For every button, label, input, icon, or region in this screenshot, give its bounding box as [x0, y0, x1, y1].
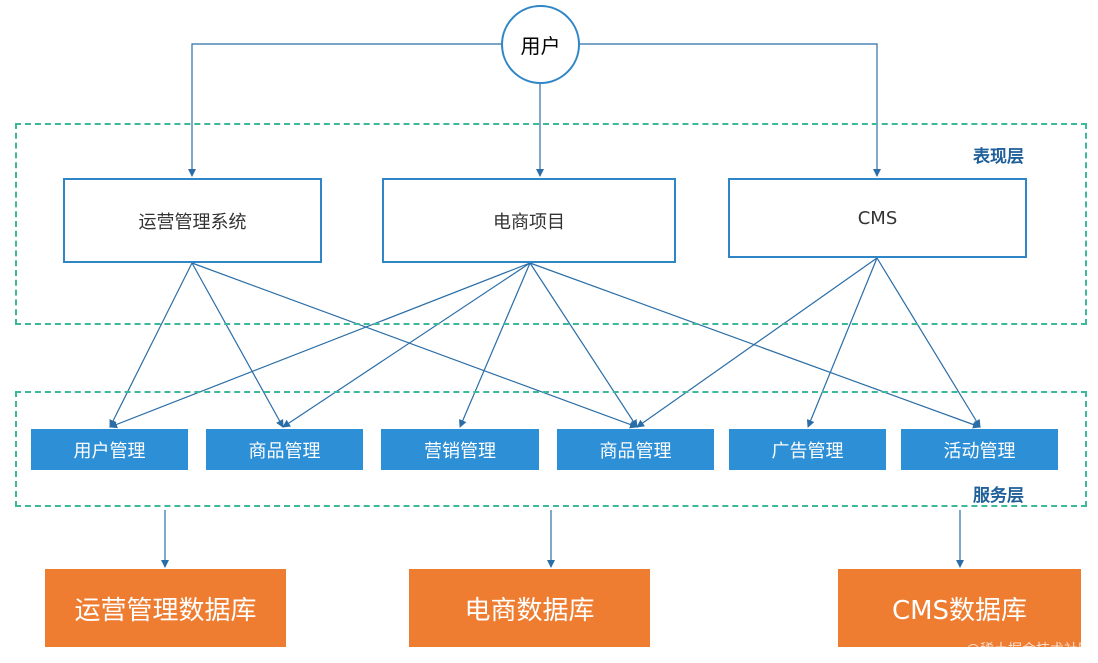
- edge-cms-ads: [806, 257, 878, 428]
- user-node: 用户: [501, 5, 580, 84]
- cms-node: CMS: [728, 178, 1027, 258]
- ops-system-node: 运营管理系统: [63, 178, 322, 263]
- cms-database-node: CMS数据库: [838, 569, 1081, 647]
- edge-ec-product-mgmt-1: [282, 262, 531, 428]
- ad-management-node: 广告管理: [729, 429, 886, 470]
- ecommerce-database-node: 电商数据库: [409, 569, 650, 647]
- edge-ec-user-mgmt: [109, 262, 531, 429]
- edge-ops-product-mgmt-2: [191, 262, 638, 429]
- service-layer-label: 服务层: [973, 486, 1024, 506]
- product-management-node-1: 商品管理: [206, 429, 363, 470]
- edge-ops-user-mgmt: [109, 262, 193, 428]
- edge-cms-activity: [876, 257, 981, 428]
- presentation-layer-label: 表现层: [973, 147, 1024, 167]
- product-management-node-2: 商品管理: [557, 429, 714, 470]
- edge-ec-activity: [529, 262, 981, 429]
- ecommerce-node: 电商项目: [382, 178, 676, 263]
- ops-database-node: 运营管理数据库: [45, 569, 286, 647]
- watermark: @稀土掘金技术社区: [966, 642, 1092, 658]
- user-management-node: 用户管理: [31, 429, 188, 470]
- edge-user-cms: [579, 43, 881, 177]
- service-layer: [15, 391, 1087, 507]
- cms-database-label: CMS数据库: [891, 595, 1028, 626]
- edge-cms-product-mgmt-2: [636, 257, 878, 428]
- edge-user-ops: [188, 43, 501, 177]
- edge-ec-product-mgmt-2: [529, 262, 638, 428]
- presentation-layer: [15, 123, 1087, 325]
- edge-ec-marketing: [459, 262, 531, 428]
- edge-ops-product-mgmt-1: [191, 262, 284, 428]
- marketing-management-node: 营销管理: [381, 429, 539, 470]
- activity-management-node: 活动管理: [901, 429, 1058, 470]
